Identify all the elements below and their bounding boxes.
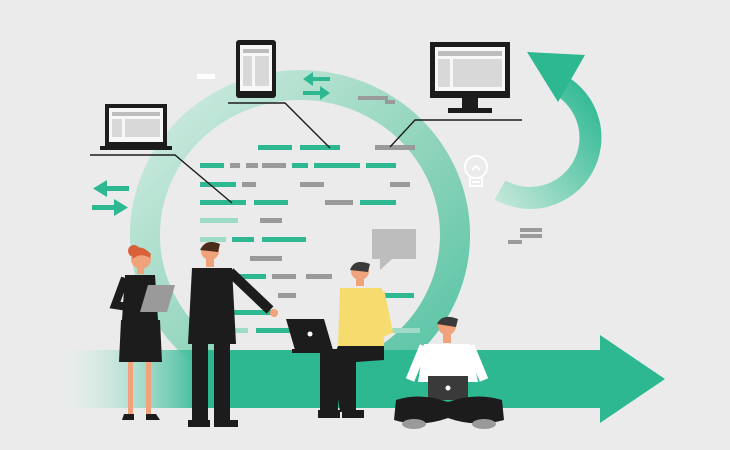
lightbulb-icon xyxy=(464,155,488,187)
man-sitting-with-laptop xyxy=(286,262,394,418)
speech-bubble-icon xyxy=(372,229,416,270)
woman-with-tablet xyxy=(109,245,175,420)
monitor-icon xyxy=(430,42,510,113)
man-cross-legged-with-laptop xyxy=(394,316,504,429)
swap-arrows-icon-top xyxy=(303,72,330,100)
swap-arrows-icon xyxy=(92,180,129,216)
man-pointing xyxy=(188,242,278,427)
tablet-icon xyxy=(236,40,276,98)
code-lines xyxy=(197,74,542,333)
laptop-icon xyxy=(100,104,172,150)
connector-lines xyxy=(90,102,522,204)
cycle-arrow-icon xyxy=(494,52,602,209)
